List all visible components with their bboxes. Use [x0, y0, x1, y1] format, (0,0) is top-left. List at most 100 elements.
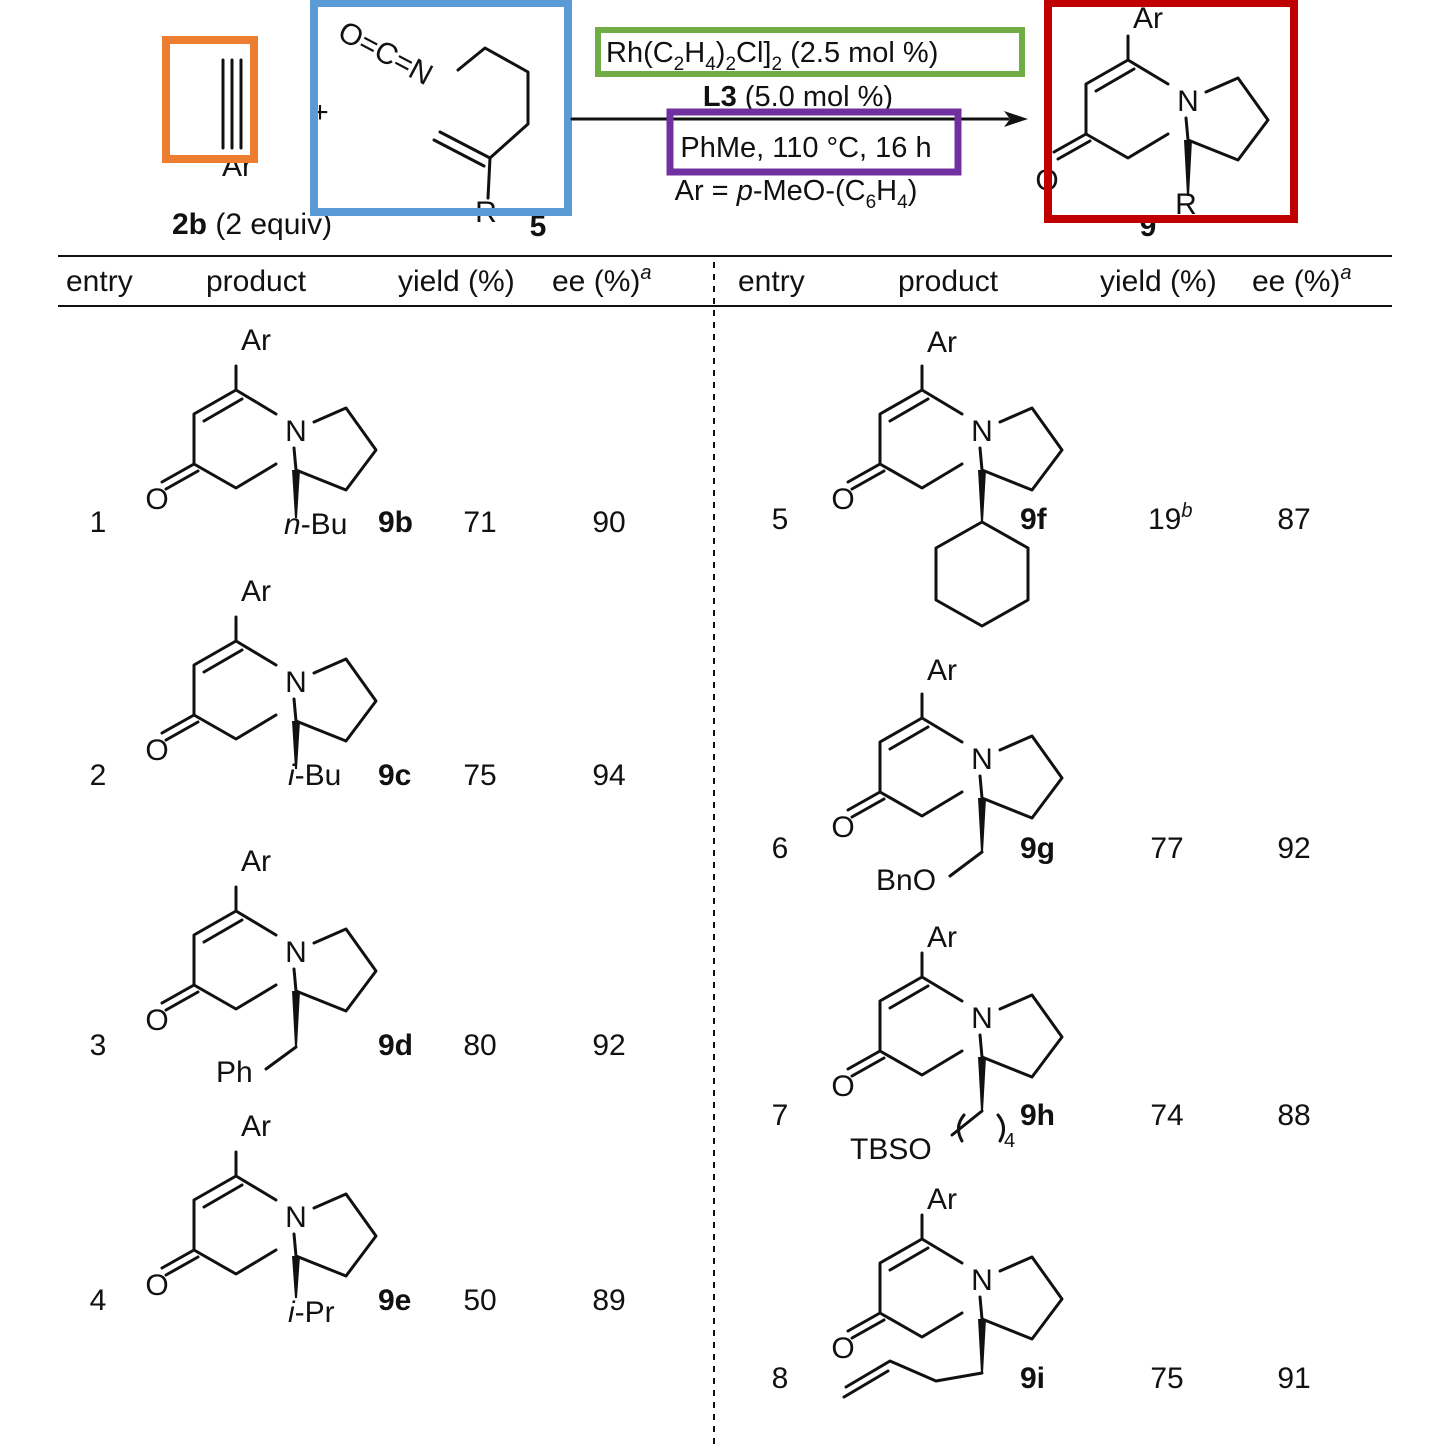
- oxygen-label: O: [145, 1269, 168, 1302]
- structure-9i: Ar N O: [831, 1183, 1064, 1399]
- yield-value: 74: [1150, 1099, 1183, 1132]
- table-row: Ar N O Ph 3 9d 80 92: [90, 845, 626, 1089]
- ligand-text: L3 (5.0 mol %): [703, 81, 893, 113]
- catalyst-text: Rh(C2H4)2Cl]2 (2.5 mol %): [606, 37, 938, 75]
- oxygen-label: O: [831, 483, 854, 516]
- nitrogen-label: N: [285, 666, 307, 699]
- entry-number: 3: [90, 1029, 107, 1062]
- header-product: product: [206, 265, 307, 298]
- alkyne-highlight-box: [162, 36, 258, 163]
- nitrogen-label: N: [971, 1002, 993, 1035]
- ee-value: 92: [1277, 832, 1310, 865]
- product-compound-label: 9: [1140, 210, 1157, 243]
- scheme-product: Ar N O R 9: [1035, 2, 1270, 243]
- compound-label: 9e: [378, 1284, 411, 1317]
- substituent-label: i-Pr: [288, 1296, 335, 1329]
- compound-label: 9c: [378, 759, 411, 792]
- header-ee: ee (%)a: [1252, 262, 1351, 298]
- nitrogen-label: N: [285, 936, 307, 969]
- solvent-text: PhMe, 110 °C, 16 h: [680, 132, 931, 164]
- table-row: Ar N O 5 9f 19b 87: [772, 326, 1311, 628]
- aryl-label: Ar: [927, 326, 957, 359]
- table-row: Ar N O i-Pr 4 9e 50 89: [90, 1110, 626, 1329]
- header-entry: entry: [66, 265, 133, 298]
- header-product: product: [898, 265, 999, 298]
- oxygen-label: O: [831, 1332, 854, 1365]
- yield-value: 50: [463, 1284, 496, 1317]
- header-yield: yield (%): [398, 265, 515, 298]
- header-entry: entry: [738, 265, 805, 298]
- ee-value: 90: [592, 506, 625, 539]
- chain-bracket: [957, 1113, 966, 1143]
- isocyanate-highlight-box: [310, 0, 572, 216]
- table-row: Ar N O n-Bu 1 9b 71 90: [90, 324, 626, 541]
- substituent-label: TBSO: [850, 1133, 932, 1166]
- ee-value: 91: [1277, 1362, 1310, 1395]
- oxygen-label: O: [145, 483, 168, 516]
- aryl-label: Ar: [927, 921, 957, 954]
- nitrogen-label: N: [971, 743, 993, 776]
- butenyl-chain: [844, 1359, 984, 1389]
- entry-number: 1: [90, 506, 107, 539]
- aryl-label: Ar: [241, 1110, 271, 1143]
- product-highlight-box: [1044, 0, 1298, 223]
- oxygen-label: O: [831, 1070, 854, 1103]
- compound-label: 9d: [378, 1029, 413, 1062]
- nitrogen-label: N: [971, 415, 993, 448]
- product-n-label: N: [1177, 85, 1199, 118]
- product-r-label: R: [1175, 188, 1197, 221]
- header-ee: ee (%)a: [552, 262, 651, 298]
- table-row: Ar N O i-Bu 2 9c 75 94: [90, 575, 626, 792]
- entry-number: 5: [772, 503, 789, 536]
- structure-9f: Ar N O: [831, 326, 1064, 628]
- substituent-label: i-Bu: [288, 759, 341, 792]
- nitrogen-label: N: [285, 1201, 307, 1234]
- chain-bracket: [996, 1113, 1005, 1143]
- structure-9c: Ar N O i-Bu: [145, 575, 378, 792]
- entry-number: 2: [90, 759, 107, 792]
- entry-number: 4: [90, 1284, 107, 1317]
- ee-value: 89: [592, 1284, 625, 1317]
- table-row: Ar N O TBSO 4 7 9h 74 88: [772, 921, 1311, 1166]
- structure-9h: Ar N O TBSO 4: [831, 921, 1064, 1166]
- aryl-definition-text: Ar = p-MeO-(C6H4): [675, 175, 918, 213]
- entry-number: 6: [772, 832, 789, 865]
- yield-value: 71: [463, 506, 496, 539]
- compound-label: 9i: [1020, 1362, 1045, 1395]
- aryl-label: Ar: [927, 654, 957, 687]
- yield-value: 75: [1150, 1362, 1183, 1395]
- substituent-label: Ph: [216, 1056, 253, 1089]
- alkyne-aryl-label: Ar: [222, 150, 252, 183]
- compound-label: 9h: [1020, 1099, 1055, 1132]
- yield-value: 80: [463, 1029, 496, 1062]
- entry-number: 7: [772, 1099, 789, 1132]
- table-row: Ar N O BnO 6 9g 77 92: [772, 654, 1311, 897]
- alkyne-compound-label: 2b (2 equiv): [172, 208, 332, 241]
- chain-subscript: 4: [1004, 1130, 1015, 1152]
- reaction-conditions: Rh(C2H4)2Cl]2 (2.5 mol %) L3 (5.0 mol %)…: [606, 37, 938, 213]
- ee-value: 88: [1277, 1099, 1310, 1132]
- ee-value: 87: [1277, 503, 1310, 536]
- structure-9g: Ar N O BnO: [831, 654, 1064, 897]
- ee-value: 94: [592, 759, 625, 792]
- oxygen-label: O: [831, 811, 854, 844]
- table-header-right: entry product yield (%) ee (%)a: [738, 262, 1351, 298]
- catalyst-highlight-box: [595, 27, 1025, 77]
- aryl-label: Ar: [927, 1183, 957, 1216]
- reaction-arrow: [570, 111, 1028, 127]
- ee-value: 92: [592, 1029, 625, 1062]
- nitrogen-label: N: [971, 1264, 993, 1297]
- isocyanate-compound-label: 5: [530, 210, 547, 243]
- nitrogen-label: N: [285, 415, 307, 448]
- oxygen-label: O: [145, 1004, 168, 1037]
- results-table: entry product yield (%) ee (%)a entry pr…: [58, 255, 1392, 1448]
- entry-number: 8: [772, 1362, 789, 1395]
- aryl-label: Ar: [241, 324, 271, 357]
- structure-9b: Ar N O n-Bu: [145, 324, 378, 541]
- compound-label: 9f: [1020, 503, 1048, 536]
- yield-value: 77: [1150, 832, 1183, 865]
- header-yield: yield (%): [1100, 265, 1217, 298]
- aryl-label: Ar: [241, 845, 271, 878]
- isocyanate-label: O=C=N: [333, 15, 438, 92]
